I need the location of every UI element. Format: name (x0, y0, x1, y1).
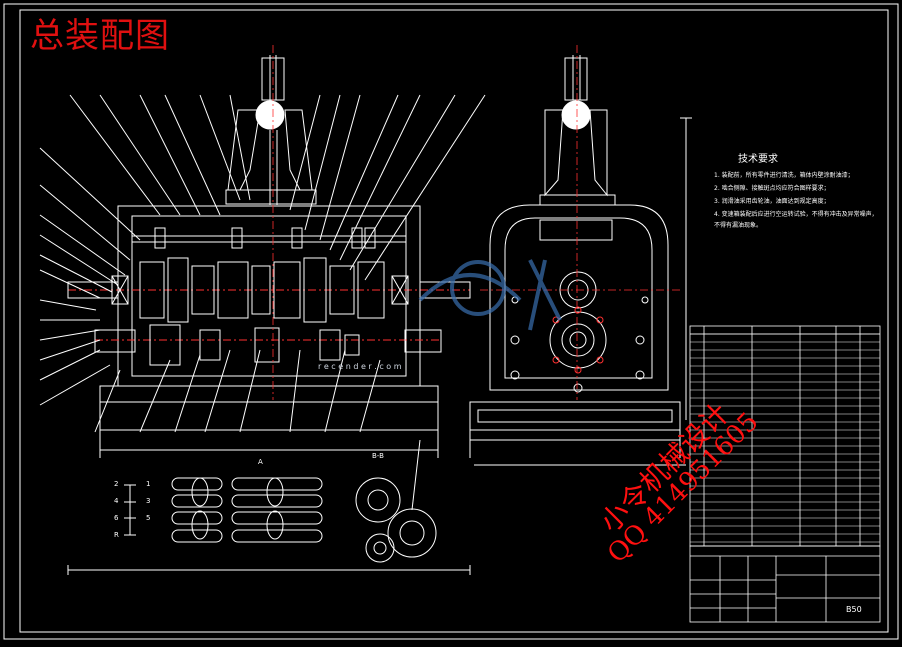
front-section-view (39, 55, 486, 575)
section-a-label: A (258, 458, 263, 466)
shift-label-4: 4 (114, 497, 119, 505)
shift-label-r: R (114, 531, 119, 539)
tech-requirement-line: 1. 装配前，所有零件进行清洗，箱体内壁涂耐油漆； (714, 172, 854, 179)
tech-requirement-line: 3. 润滑油采用齿轮油，油面达到规定高度； (714, 198, 830, 205)
scale-label: B50 (846, 605, 862, 614)
section-b-b-label: B-B (372, 452, 384, 460)
section-b-b-view (355, 439, 437, 563)
side-view (469, 55, 692, 466)
shift-label-5: 5 (146, 514, 151, 522)
shift-label-6: 6 (114, 514, 119, 522)
tech-requirement-line: 2. 啮合侧隙、接触斑点均应符合图样要求； (714, 185, 830, 192)
drawing-frame-outer (3, 3, 899, 640)
overlay-logo (418, 259, 562, 331)
shift-pattern-diagram (124, 477, 323, 543)
shift-label-2: 2 (114, 480, 119, 488)
title-block (689, 545, 881, 623)
center-lines (272, 45, 680, 400)
drawing-frame-inner (19, 9, 889, 633)
tech-requirement-line: 4. 变速箱装配后应进行空运转试验，不得有冲击及异常噪声， (714, 211, 878, 218)
overlay-url: r e c e n d e r . c o m (318, 362, 402, 371)
drawing-title: 总装配图 (30, 16, 170, 56)
shift-label-1: 1 (146, 480, 151, 488)
shift-label-3: 3 (146, 497, 151, 505)
tech-requirement-line: 不得有漏油现象。 (714, 222, 763, 229)
tech-requirements-title: 技术要求 (738, 154, 778, 165)
